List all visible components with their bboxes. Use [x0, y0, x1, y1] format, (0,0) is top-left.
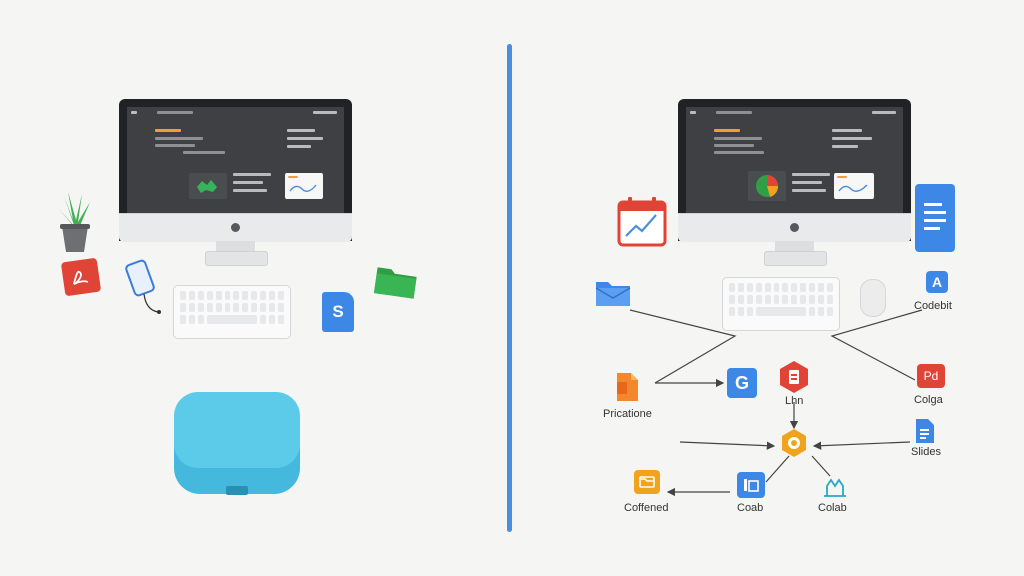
panel-divider: [507, 44, 512, 532]
docs-letter-icon: S: [322, 292, 354, 332]
presentation-node-icon: [614, 372, 640, 402]
coab-label: Coab: [737, 502, 764, 514]
g-app-glyph: G: [734, 372, 749, 393]
smartphone-icon: [124, 258, 174, 328]
map-thumbnail: [189, 173, 227, 199]
hex-app-label: Lhn: [785, 395, 804, 407]
pdf-document-icon: [60, 257, 102, 297]
pie-chart-thumbnail: [748, 171, 786, 201]
green-folder-icon: [372, 260, 420, 300]
connector-slides-hub: [812, 441, 911, 450]
codebit-glyph: A: [931, 274, 943, 290]
g-app-node-icon: G: [727, 368, 757, 398]
connector-left-hub: [679, 441, 776, 450]
left-keyboard: [173, 285, 291, 339]
cloud-storage-box-icon: [172, 390, 302, 498]
docs-letter-glyph: S: [332, 302, 344, 321]
coab-node-icon: [737, 472, 765, 498]
slides-node-icon: [914, 418, 936, 444]
pdf-app-glyph: Pd: [923, 369, 939, 383]
connector-hub-coab: [765, 455, 790, 483]
mouse-icon: [860, 279, 886, 317]
calendar-chart-icon: [616, 196, 668, 248]
codebit-node-icon: A: [926, 271, 948, 293]
pdf-app-label: Colga: [914, 394, 943, 406]
right-monitor-screen: [686, 107, 903, 213]
colab-label: Colab: [818, 502, 847, 514]
right-desktop-monitor: [678, 99, 911, 266]
chart-thumbnail: [285, 173, 323, 199]
slides-label: Slides: [911, 446, 941, 458]
left-desktop-monitor: [119, 99, 352, 266]
connector-hub-colab: [811, 455, 831, 477]
colab-node-icon: [821, 474, 849, 498]
docs-document-icon: [914, 183, 956, 253]
left-monitor-screen: [127, 107, 344, 213]
line-chart-thumbnail: [834, 173, 874, 199]
potted-plant-icon: [54, 190, 96, 254]
codebit-label: Codebit: [914, 300, 952, 312]
hub-node-icon: [779, 428, 809, 458]
connector-codebit-pdf: [830, 309, 923, 381]
presentation-label: Pricatione: [603, 408, 652, 420]
pdf-app-node-icon: Pd: [917, 364, 945, 388]
coffened-node-icon: [634, 470, 660, 494]
coffened-label: Coffened: [624, 502, 669, 514]
right-keyboard: [722, 277, 840, 331]
hex-app-node-icon: [778, 360, 810, 394]
mail-folder-icon: [594, 278, 632, 308]
connector-mail-presentation: [629, 309, 737, 384]
